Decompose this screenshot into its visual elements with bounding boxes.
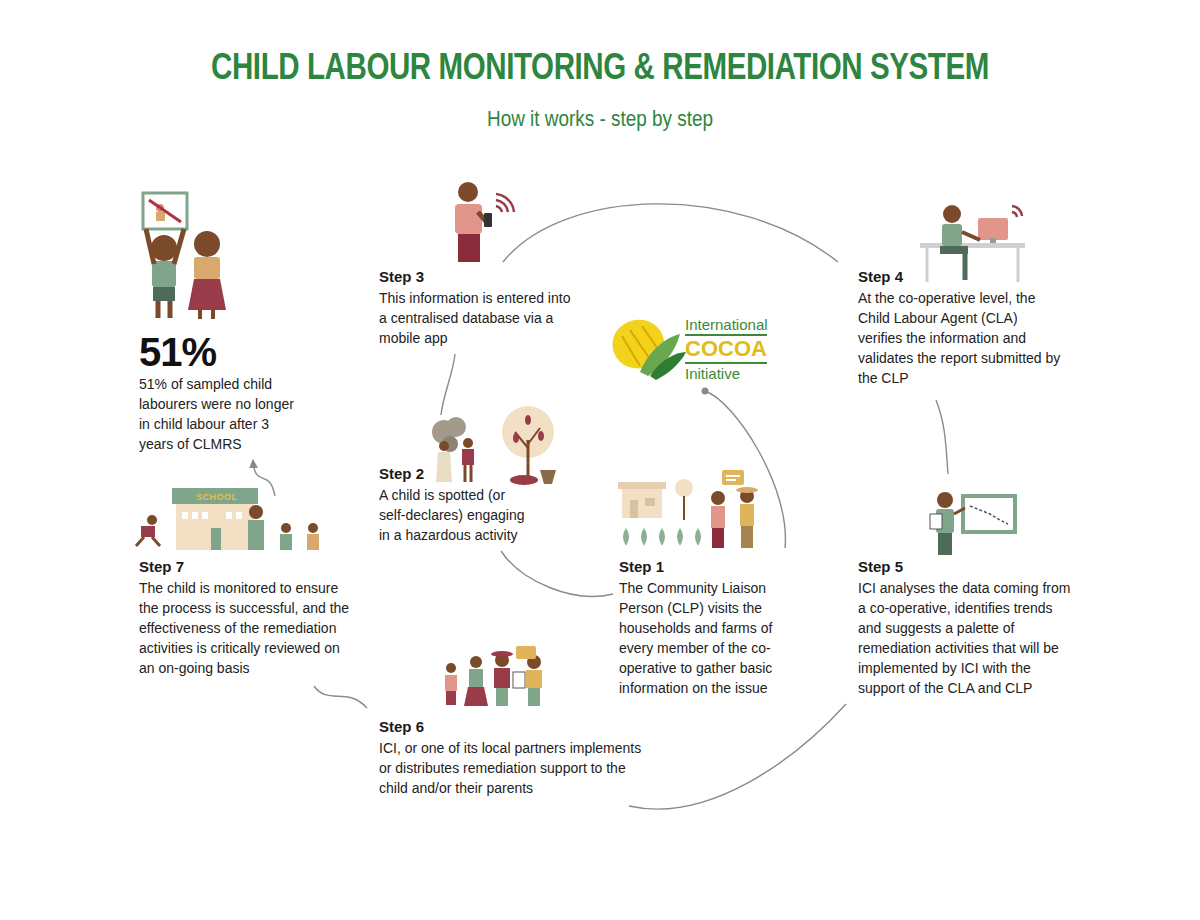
flow-connector [501,551,613,596]
step-block: Step 3 This information is entered into a… [379,268,574,348]
body-text: At the co-operative level, the Child Lab… [858,288,1063,388]
farm-visit [618,470,758,548]
flow-connector [314,686,367,708]
body-text: The Community Liaison Person (CLP) visit… [619,578,797,698]
body-text: ICI, or one of its local partners implem… [379,738,654,798]
body-text: COCOA [685,334,767,364]
statistic-block: 51%51% of sampled child labourers were n… [139,330,304,454]
flow-connector [503,204,838,262]
logo-word-wrap: COCOA [685,334,785,364]
heading: Step 5 [858,558,1078,575]
heading: 51% [139,330,304,374]
heading: Step 7 [139,558,354,575]
man-with-phone [455,182,514,262]
heading: International [685,315,785,334]
heading: Step 6 [379,718,654,735]
heading: Step 3 [379,268,574,285]
step-block: Step 1 The Community Liaison Person (CLP)… [619,558,797,698]
flow-connector [705,391,785,548]
step-block: Step 4 At the co-operative level, the Chi… [858,268,1063,388]
step-block: Step 6 ICI, or one of its local partners … [379,718,654,798]
kids-with-sign [143,193,226,319]
flow-connector [936,400,948,474]
step-block: Step 5 ICI analyses the data coming from … [858,558,1078,698]
logo-text: InternationalCOCOAInitiative [685,315,785,383]
body-text: This information is entered into a centr… [379,288,574,348]
logo-icon [613,320,686,380]
body-text: 51% of sampled child labourers were no l… [139,374,304,454]
analyst-with-chart [930,492,1015,555]
body-text: The child is monitored to ensure the pro… [139,578,354,678]
diagram-title: CHILD LABOUR MONITORING & REMEDIATION SY… [108,46,1092,88]
heading: Step 1 [619,558,797,575]
flow-connector [629,704,846,809]
woman-at-desk [920,205,1025,282]
family-group [445,646,542,706]
child-labour-scene [432,406,556,485]
body-text: A child is spotted (or self-declares) en… [379,485,529,545]
building-sign: SCHOOL [196,492,238,502]
connector-dot [702,388,709,395]
body-text: ICI analyses the data coming from a co-o… [858,578,1078,698]
step-block: Step 2 A child is spotted (or self-declar… [379,465,529,545]
flow-connector [253,460,275,496]
flow-connector [441,354,455,415]
body-text: Initiative [685,364,785,383]
subtitle: How it works - step by step [84,106,1116,132]
heading: Step 4 [858,268,1063,285]
step-block: Step 7 The child is monitored to ensure t… [139,558,354,678]
school-scene [136,488,319,550]
heading: Step 2 [379,465,529,482]
